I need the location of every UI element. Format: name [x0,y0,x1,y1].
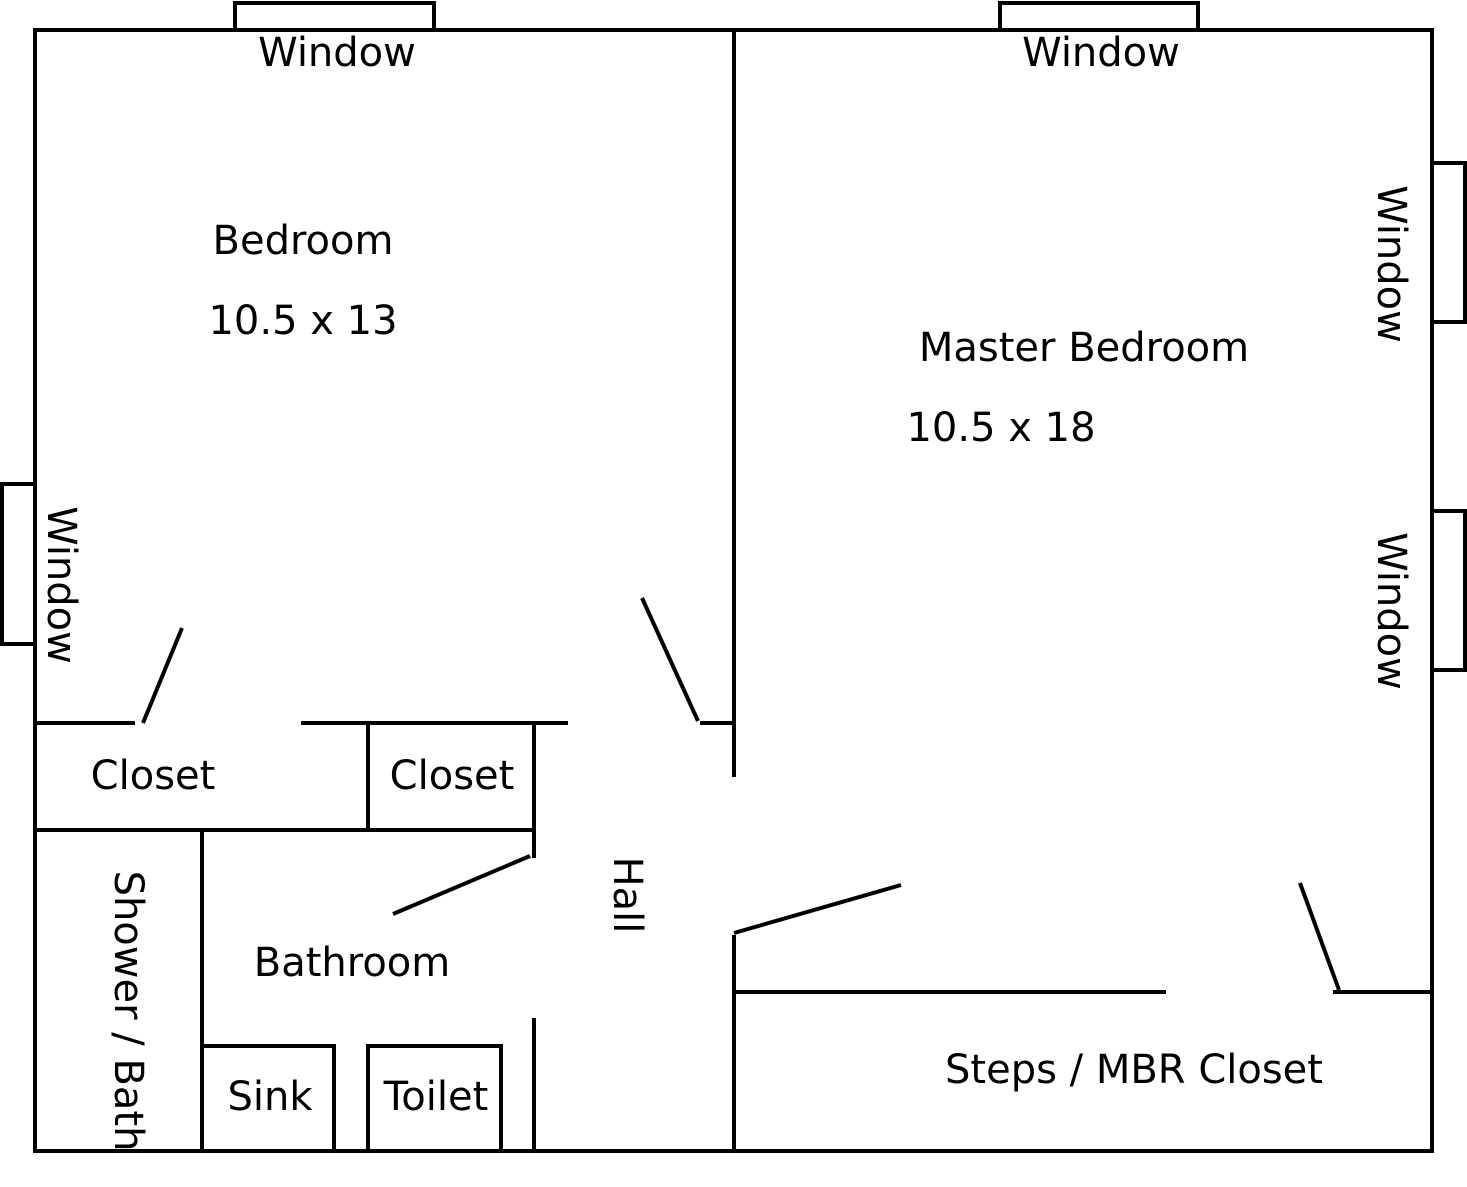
toilet-fixture [366,1044,503,1151]
window-right-upper [1432,161,1467,324]
interior-walls [35,30,1432,1151]
bedroom-label: Bedroom [213,218,394,264]
bathroom-door [392,854,531,916]
bathroom-label: Bathroom [254,940,450,986]
labels: Window Window Window Window Window Bedro… [38,30,1414,1151]
window-top-right [998,1,1200,30]
window-left [0,482,35,646]
sink-fixture [202,1044,336,1151]
master-bedroom-size: 10.5 x 18 [906,405,1095,451]
window-top-left [233,1,436,30]
bedroom-size: 10.5 x 13 [208,298,397,344]
window-label-left: Window [38,506,84,664]
doors [141,597,1341,991]
sink-label: Sink [227,1074,313,1120]
window-right-lower [1432,509,1467,672]
master-bedroom-label: Master Bedroom [919,325,1249,371]
steps-closet-label: Steps / MBR Closet [945,1047,1323,1093]
window-label-top-right: Window [1022,30,1180,76]
window-label-top-left: Window [258,30,416,76]
window-frames [0,1,1467,672]
closet-label-right: Closet [390,753,515,799]
toilet-label: Toilet [383,1074,489,1120]
hall-label: Hall [604,857,650,934]
closet-label-left: Closet [91,753,216,799]
mbr-closet-door [1298,882,1341,991]
bedroom-door [640,597,700,722]
bedroom-closet-door [141,627,184,724]
shower-label: Shower / Bath [105,871,151,1152]
master-door [733,883,902,935]
window-label-right-lower: Window [1368,532,1414,690]
fixtures [202,1044,503,1151]
window-label-right-upper: Window [1368,185,1414,343]
